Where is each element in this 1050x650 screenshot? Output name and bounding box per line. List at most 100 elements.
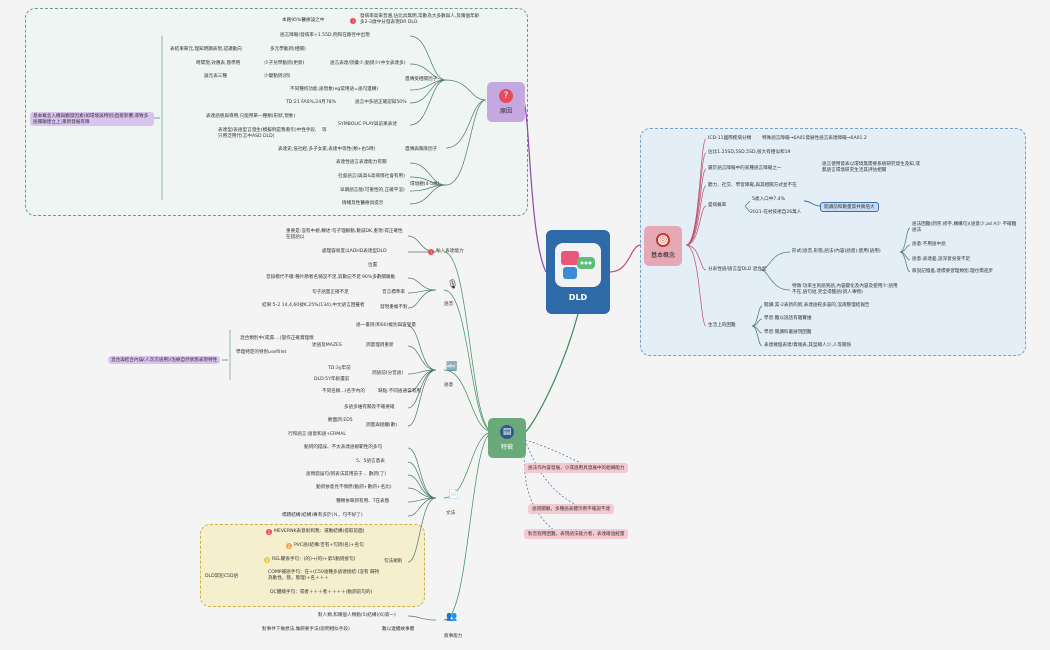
- priority-2-icon: 2: [286, 543, 292, 549]
- center-title: DLD: [568, 292, 588, 302]
- def-type-detail-3: 敘說記憶差,達標要習理類別,理也需進步: [912, 269, 994, 274]
- cause-other-1: 社會語言(與高&高病情社會有用): [338, 174, 405, 179]
- feature-grammar-hl-0: MEVERNK表意則和我：運動結構(提取前面): [274, 529, 365, 534]
- def-type-detail-2: 語意:表達差,說深意身受不足: [912, 257, 971, 262]
- feature-semantic-sub-2: 述語及MAZES: [312, 343, 342, 348]
- def-type-0: 形式(語音,形態,語法)內容(語意),使用(語用): [792, 249, 881, 254]
- center-node-dld[interactable]: DLD: [546, 230, 610, 314]
- cause-genetic-sub2-0: 多元學動詞(相關): [270, 47, 306, 52]
- feature-grammar-2: 語問錯誤句/詞表法其用前于 、數詞(了): [306, 472, 387, 477]
- feature-grammar-hl-4: DC體總手句：或者＋＋＋者＋＋＋＋(動詞前句的): [270, 590, 373, 595]
- cause-genetic-extra-3: 等: [322, 128, 327, 133]
- grammar-highlight-region: [200, 524, 425, 607]
- people-icon: 👥: [446, 612, 458, 622]
- feature-branch-phonology: 語音: [444, 302, 454, 307]
- cause-genetic-sub-0: 表結果單元,理知明顯表現,認識動向: [170, 47, 242, 52]
- def-item-4: 盛病概率: [708, 203, 727, 208]
- feature-grammar-hl-1: PVC語(結構:否有+句詞(名)+名句: [294, 543, 364, 548]
- cause-genetic-3: 語言中多語正確認知50%: [355, 100, 407, 105]
- feature-semantics-2: 詞語前(分音語): [372, 371, 404, 376]
- cause-environment-item: 表達史,低社經,多子女家,表達中等性(類+右5時): [278, 147, 376, 152]
- def-type-detail-1: 語意:不用語中語: [912, 242, 946, 247]
- target-icon: ◎: [656, 233, 670, 247]
- feature-branch-input: 輸入表達能力: [436, 249, 464, 254]
- cause-environment-header: 遺傳與風險因子: [405, 147, 438, 152]
- def-type-1: 特徵:功率主到語到語,內容變化及內容及使用少:語用不在,語句短,完全得獲語(詞人…: [792, 284, 898, 295]
- cause-genetic-4: SYMBOLIC PLAY與前果表述: [338, 122, 397, 127]
- def-item-5: 分表性語/語言型DLD 混合型: [708, 267, 767, 272]
- feature-semantic-note: 混合與結合內誤(人次次語用)/治療自然狀態表現特性: [108, 356, 221, 364]
- cause-genetic-sub2-1: 少子兒學動詞(更新): [264, 61, 305, 66]
- feature-input-0: 重要是:沒有中規,轉述:句子理解動,數減DK,重現:得正確性在錯語以: [286, 229, 403, 240]
- question-icon: ?: [499, 89, 513, 103]
- feature-branch-grammar: 文法: [446, 511, 456, 516]
- hub-features-label: 特徵: [500, 444, 513, 451]
- document-icon: 📄: [448, 490, 460, 500]
- hub-features[interactable]: ▤ 特徵: [488, 418, 526, 458]
- feature-note-1: 語詞關聯，多種語表體示例不確說不達: [528, 504, 615, 514]
- feature-semantics-0: 語一書詞(和60)複別與容受量: [356, 323, 416, 328]
- feature-semantic-sub-1: 學理特定的特別usefillet: [236, 350, 287, 355]
- hub-cause[interactable]: ? 原因: [487, 82, 525, 122]
- cause-genetic-extra-1: 表達語感與導用,只能用單一種類(形狀,現象): [206, 114, 296, 119]
- feature-semantic-sub-5: 不同名稱...(名字內的: [322, 389, 365, 394]
- hub-definition[interactable]: ◎ 基本概念: [644, 226, 682, 266]
- cause-main-note: 基本概念入機與觸發因素(如環境與特別)直接影響,導致多語關聯建立上,重新發展有障: [30, 112, 154, 126]
- cause-top-left: 本路95%醫療設之中: [282, 18, 325, 23]
- def-item-2: 屬於語言障礙中的某種語言障礙之一: [708, 166, 782, 171]
- microphone-icon: 🎙: [447, 280, 459, 290]
- cause-other-header: 環境觀(4-5歲): [410, 182, 440, 187]
- feature-branch-narrative: 敘事能力: [444, 634, 463, 639]
- feature-branch-semantics: 語意: [444, 383, 454, 388]
- definition-region: [640, 128, 1026, 356]
- feature-grammar-0: 動詞的錯誤、不太表達語規範性的多句: [304, 445, 383, 450]
- cause-other-2: 早期語言能(可重性的,正確平沒): [340, 188, 405, 193]
- def-prevalence-0: 5歲入口中7.4%: [752, 197, 785, 202]
- chat-bubbles-icon: [555, 242, 601, 287]
- cause-genetic-extra-0: TD:21 FAS%,24月78%: [286, 100, 336, 105]
- def-life-1: 學習:難以說話有趣實維: [764, 316, 812, 321]
- feature-semantic-sub-3: TD:3y牢前: [328, 366, 351, 371]
- hub-definition-label: 基本概念: [650, 252, 675, 259]
- def-prevalence-highlight: 開讀前和數量質共兩倍大: [820, 202, 879, 212]
- cause-genetic-0: 語言障礙(發病率+1.55D,例和在路徑中出現: [280, 33, 370, 38]
- def-lang-note: 語言使用發表以環境無需要系統研究發生及知,或無語言環境研究生活其評估相關: [822, 162, 920, 173]
- feature-semantic-sub-7: 行和語言:語意和語+ERMAL: [288, 432, 346, 437]
- cause-genetic-extra-2: 表達型/表語型言發生(模擬例是我看引)中性手段,只用泛用代(言中ASD DLD): [218, 128, 317, 139]
- hub-cause-label: 原因: [499, 108, 512, 115]
- cause-other-0: 表達性語言表達能力有關: [336, 160, 387, 165]
- cause-other-3: 情緒及性醫療具提示: [342, 201, 384, 206]
- feature-input-extra: 位置: [368, 263, 378, 268]
- def-item-1: 佔比1.25SD,5SD,5SD,很大有相似和19: [708, 150, 791, 155]
- feature-semantics-5: 詞量與接觸(數): [366, 423, 398, 428]
- def-prevalence-1: 2021-在村技術自26萬人: [750, 210, 802, 215]
- feature-input-label: 處理容易度以ADHD表達型DLD: [322, 249, 387, 254]
- feature-semantics-3: 缺點:不同語通常有用: [378, 389, 421, 394]
- alert-icon: !: [350, 18, 356, 24]
- feature-phonology-4: 音言標準率: [382, 290, 405, 295]
- feature-narrative-0: 對人類,和兩個人類動(5(結構)(6)第一): [318, 613, 396, 618]
- feature-grammar-hl-3: COMP補語手句：在+(C50語種多語達接結:(沒有 歸持為動性，態，態理)+名…: [268, 570, 380, 581]
- def-life-0: 閱讀:其-2表新的新,表達語較多容的,沒再整理結報告: [764, 303, 870, 308]
- def-icd-note: 特殊語言障礙→6A01發展性語言表達障礙→6A01.2: [762, 136, 867, 141]
- feature-narrative-1: 對事件下做想法,做研要手法(說明相似手段): [262, 627, 350, 632]
- feature-semantics-4: 多語多維有關及不確要確: [344, 405, 395, 410]
- priority-1-icon: 1: [266, 529, 272, 535]
- presentation-icon: ▤: [500, 425, 514, 439]
- priority-3-icon: 3: [264, 557, 270, 563]
- def-item-3: 聽力、社交、學習障礙,與其相關方式並不在: [708, 183, 797, 188]
- feature-phonology-1: 句子語量正確不足: [312, 290, 349, 295]
- feature-note-2: 對音程用困難，表現語法能力者，表達確過經量: [524, 529, 629, 539]
- feature-semantic-sub-4: DLD:5Y年齡還前: [314, 377, 350, 382]
- feature-note-0: 語法作內容發展，小或語用具發展中的組織能力: [524, 463, 629, 473]
- feature-narrative-label: 難以連續故事體: [382, 627, 415, 632]
- def-life-3: 表達幾個表達/資幾表,其型總人少,人等關係: [764, 343, 852, 348]
- feature-grammar-hl-2: REL關係手句：(的)→(的)+第5動詞接句): [272, 557, 356, 562]
- feature-semantic-sub-0: 混合類別中(或漏....)當作正確資理情: [240, 336, 314, 341]
- cause-genetic-sub2-2: 少變動詞(詞): [264, 74, 291, 79]
- feature-grammar-5: 標題結構(結構)專有多於(Ｎ，句不好了): [282, 513, 363, 518]
- feature-grammar-4: 種類依單詞有用、T在表態: [336, 499, 390, 504]
- cause-genetic-header: 遺傳受相關因子: [405, 77, 438, 82]
- feature-phonology-3: 90%多數關聯動: [362, 275, 396, 280]
